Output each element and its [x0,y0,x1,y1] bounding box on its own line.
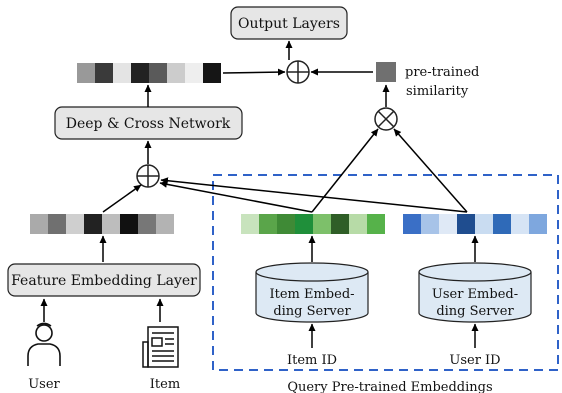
vector-cell [30,214,48,234]
arrow-user-to-product [393,128,468,213]
vector-cell [95,63,113,83]
vector-cell [331,214,349,234]
vector-cell [529,214,547,234]
vector-cell [493,214,511,234]
item-server-label-line2: ding Server [273,304,351,319]
query-region-label: Query Pre-trained Embeddings [287,380,492,393]
query-region-border [212,174,559,371]
vector-cell [149,63,167,83]
vector-cell [295,214,313,234]
output-layers-box [230,6,348,40]
vector-cell [367,214,385,234]
vector-cell [277,214,295,234]
vector-cell [313,214,331,234]
arrow-dcn-vector-to-sum [222,68,286,76]
feature-embedding-layer-label: Feature Embedding Layer [11,273,197,289]
item-server-label-line1: Item Embed- [269,287,354,302]
user-label: User [28,377,60,392]
output-layers-label: Output Layers [238,16,340,32]
vector-cell [457,214,475,234]
user-embedding-server-cylinder [418,262,532,323]
arrow-item-to-product [311,128,379,213]
vector-cell [421,214,439,234]
item-id-label: Item ID [287,353,337,368]
arrow-feature-to-sum [102,184,142,213]
person-icon [27,322,61,366]
circle-times-icon [374,107,398,131]
deep-cross-network-label: Deep & Cross Network [66,116,231,132]
vector-cell [475,214,493,234]
pretrained-label-line2: similarity [406,84,469,99]
vector-cell [113,63,131,83]
feature-embedding-layer-box [7,263,201,297]
vector-cell [241,214,259,234]
item-embedding-server-cylinder [255,262,369,323]
item-label: Item [150,377,180,392]
pretrained-similarity-square [376,62,396,82]
vector-cell [120,214,138,234]
item-embedding-vector [241,214,385,234]
circle-plus-icon [136,164,160,188]
vector-cell [439,214,457,234]
vector-cell [167,63,185,83]
dcn-output-vector [77,63,221,83]
user-server-label-line2: ding Server [436,304,514,319]
arrow-user-to-sum [160,177,468,213]
vector-cell [77,63,95,83]
vector-cell [66,214,84,234]
newspaper-icon [142,326,179,368]
user-embedding-vector [403,214,547,234]
vector-cell [203,63,221,83]
user-id-label: User ID [449,353,500,368]
vector-cell [185,63,203,83]
vector-cell [138,214,156,234]
vector-cell [48,214,66,234]
vector-cell [259,214,277,234]
circle-plus-icon [286,60,310,84]
pretrained-label-line1: pre-trained [405,65,479,80]
vector-cell [403,214,421,234]
user-server-label-line1: User Embed- [432,287,518,302]
feature-embedding-vector [30,214,174,234]
vector-cell [131,63,149,83]
vector-cell [156,214,174,234]
vector-cell [102,214,120,234]
vector-cell [511,214,529,234]
vector-cell [84,214,102,234]
arrow-item-to-sum [159,180,313,213]
vector-cell [349,214,367,234]
